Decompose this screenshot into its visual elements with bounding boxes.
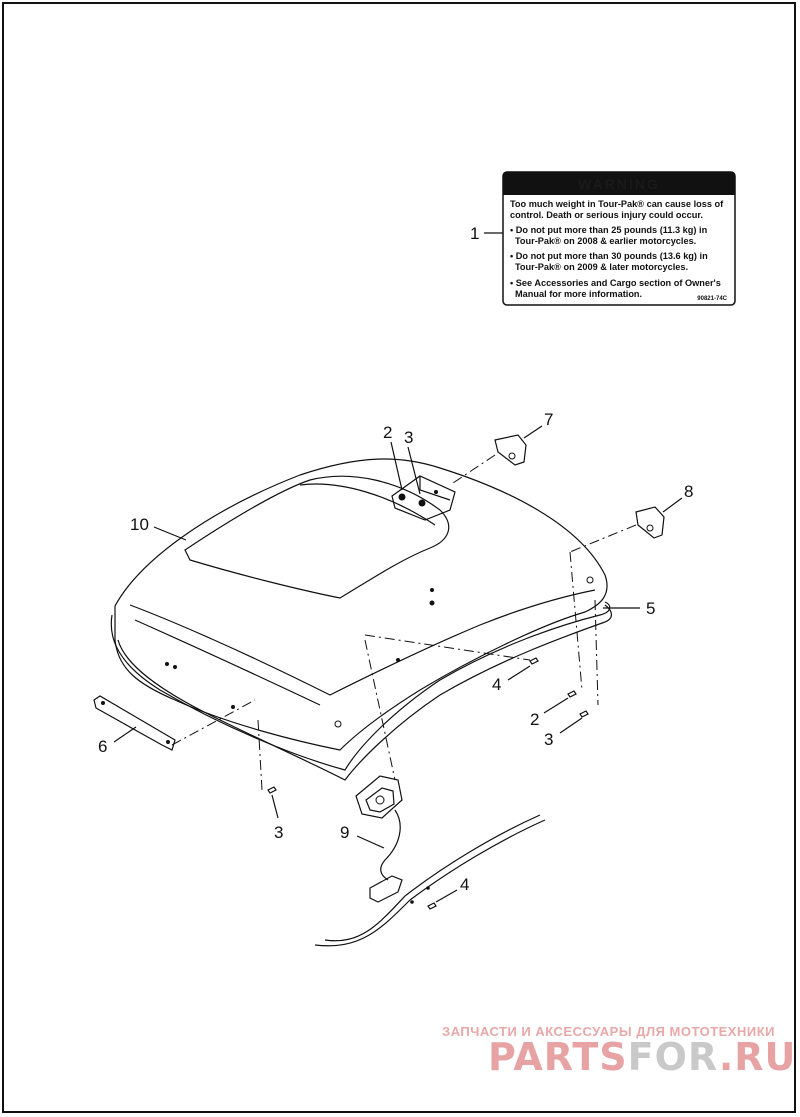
leader-7 — [523, 425, 543, 439]
base-contour — [314, 819, 546, 947]
callout-2b: 2 — [530, 710, 539, 729]
warning-header: WARNING — [578, 176, 660, 192]
leader-8 — [662, 497, 683, 513]
callout-5: 5 — [646, 599, 655, 618]
screw-4-lower — [427, 902, 437, 910]
hinge-bracket — [391, 475, 456, 521]
watermark: ЗАПЧАСТИ И АКСЕССУАРЫ ДЛЯ МОТОТЕХНИКИ PA… — [442, 1024, 796, 1079]
callout-4a: 4 — [492, 675, 501, 694]
hinge-strap-6 — [93, 695, 176, 751]
dash-line-8 — [569, 524, 637, 553]
screw-3-lower — [267, 786, 277, 794]
watermark-brand-ru: .RU — [719, 1035, 797, 1079]
callout-3b: 3 — [544, 730, 553, 749]
warning-line-1: Too much weight in Tour-Pak® can cause l… — [510, 199, 724, 209]
callout-6: 6 — [98, 737, 107, 756]
callout-9: 9 — [340, 823, 349, 842]
leader-10 — [153, 526, 187, 541]
callout-1: 1 — [470, 224, 479, 243]
warning-line-2: control. Death or serious injury could o… — [510, 210, 703, 220]
dash-line-9 — [364, 639, 396, 781]
callout-2a: 2 — [383, 423, 392, 442]
callout-10: 10 — [130, 515, 149, 534]
warning-bullet-1a: • Do not put more than 25 pounds (11.3 k… — [510, 225, 708, 235]
callout-3a: 3 — [404, 428, 413, 447]
hinge-cover-8 — [635, 506, 665, 539]
dash-line-6 — [171, 699, 256, 746]
leader-4b — [435, 889, 458, 903]
leader-3a — [407, 446, 421, 495]
dash-line-8c — [594, 599, 599, 706]
watermark-tagline: ЗАПЧАСТИ И АКСЕССУАРЫ ДЛЯ МОТОТЕХНИКИ — [442, 1024, 775, 1039]
leader-2b — [543, 697, 569, 714]
dash-line-3c — [257, 719, 263, 791]
tour-pak-lid — [110, 458, 612, 781]
leader-3b — [559, 717, 583, 734]
warning-bullet-1b: Tour-Pak® on 2008 & earlier motorcycles. — [515, 236, 696, 246]
warning-bullet-2b: Tour-Pak® on 2009 & later motorcycles. — [515, 262, 688, 272]
leader-4a — [507, 665, 531, 681]
warning-bullet-3a: • See Accessories and Cargo section of O… — [510, 278, 721, 288]
warning-bullet-2a: • Do not put more than 30 pounds (13.6 k… — [510, 251, 708, 261]
callout-3c: 3 — [274, 823, 283, 842]
dash-line-4a — [364, 634, 531, 661]
leader-3c — [271, 794, 279, 819]
leader-9 — [356, 835, 385, 849]
watermark-brand-for: FOR — [628, 1035, 719, 1079]
leader-6 — [113, 726, 137, 743]
warning-part-code: 90821-74C — [697, 296, 727, 302]
screws-lower-right — [529, 657, 589, 718]
leader-2a — [390, 441, 403, 491]
callout-4b: 4 — [460, 875, 469, 894]
callout-8: 8 — [684, 482, 693, 501]
watermark-brand: PARTSFOR.RU — [488, 1035, 796, 1079]
lamp-assembly-9 — [355, 775, 403, 903]
callout-7: 7 — [544, 410, 553, 429]
dash-line-7 — [449, 454, 496, 486]
warning-label: WARNING Too much weight in Tour-Pak® can… — [502, 171, 736, 306]
warning-bullet-3b: Manual for more information. — [515, 289, 642, 299]
dash-line-8b — [569, 551, 583, 691]
hinge-cover-7 — [494, 434, 527, 466]
watermark-brand-parts: PARTS — [488, 1035, 628, 1079]
